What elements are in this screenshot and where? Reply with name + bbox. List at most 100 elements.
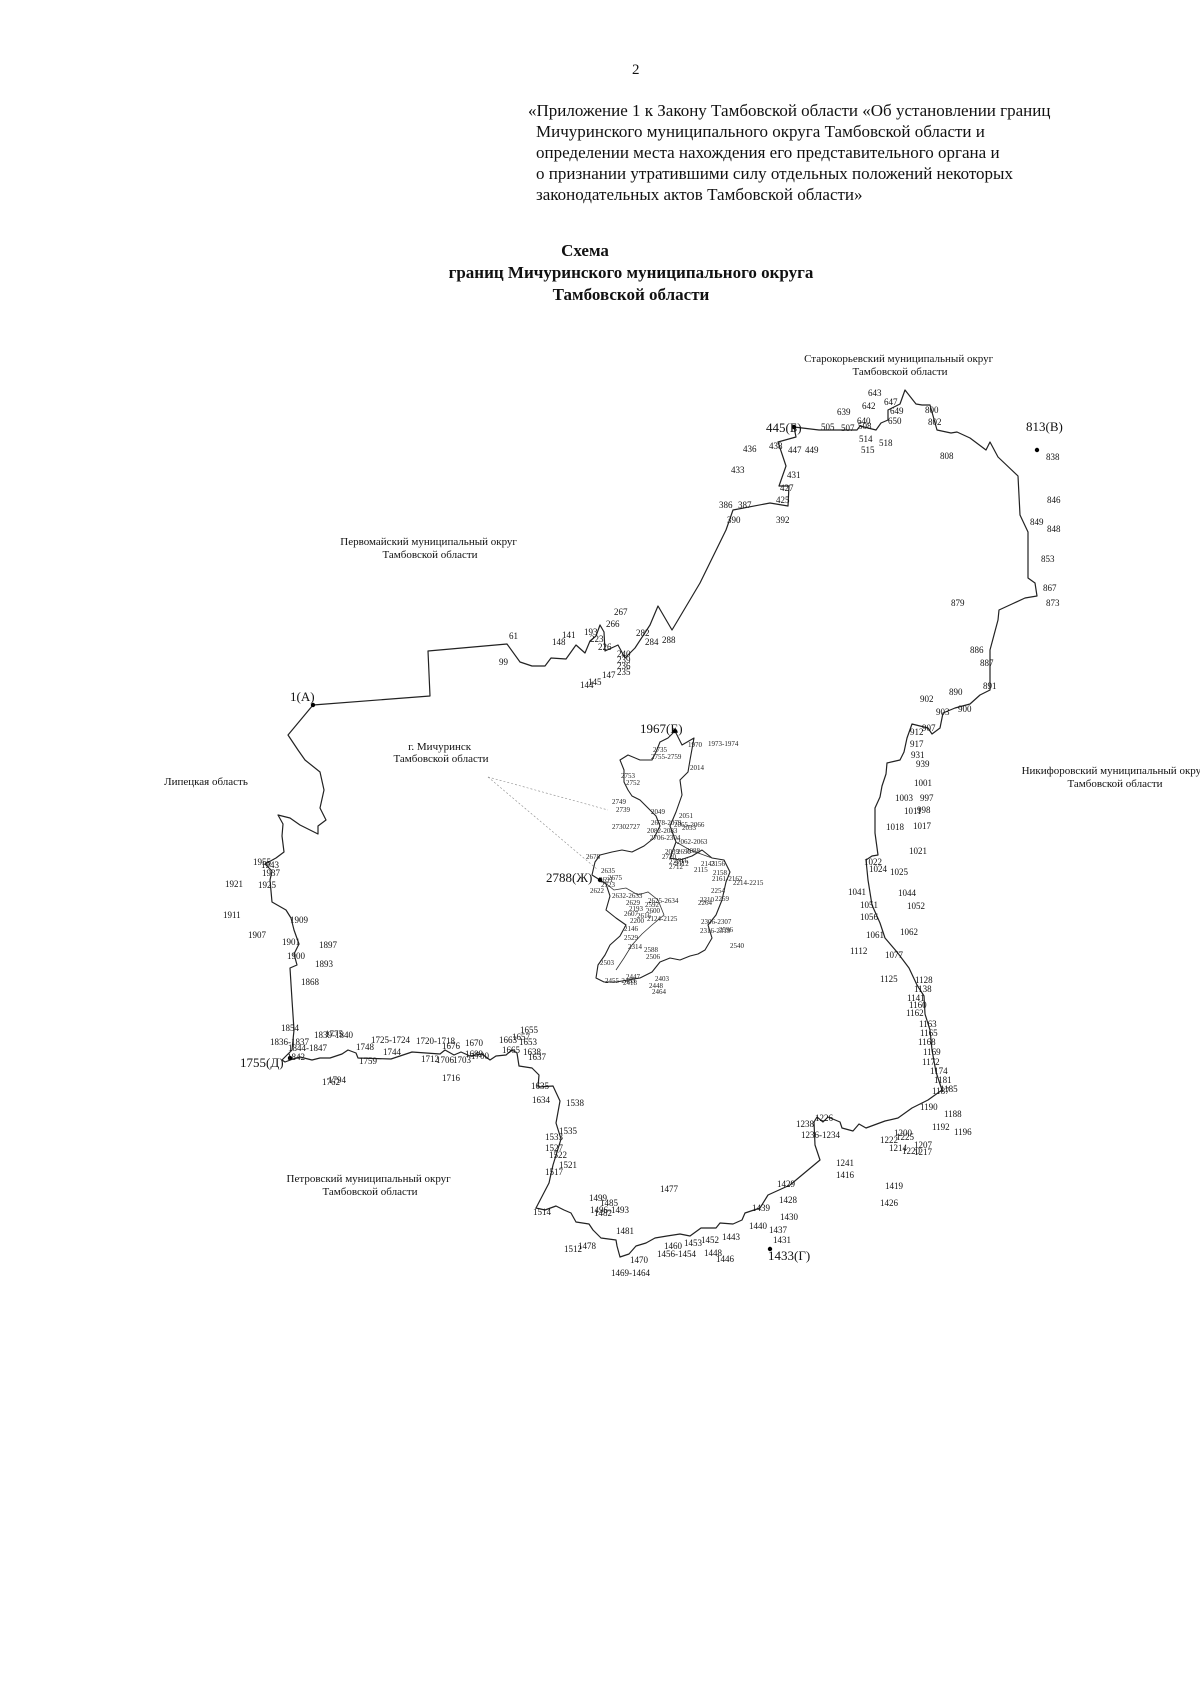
- boundary-point-label: 1794: [328, 1075, 347, 1085]
- boundary-point-label: 1419: [885, 1181, 904, 1191]
- boundary-point-label: 390: [727, 515, 741, 525]
- boundary-point-label: 2735: [653, 746, 668, 754]
- boundary-point-label: 1900: [287, 951, 306, 961]
- boundary-point-label: 226: [598, 642, 612, 652]
- boundary-point-label: 1051: [860, 900, 878, 910]
- boundary-point-label: 505: [821, 422, 835, 432]
- boundary-point-label: 838: [1046, 452, 1060, 462]
- boundary-point-label: 2753: [621, 772, 636, 780]
- boundary-point-label: 2039: [665, 848, 680, 856]
- boundary-point-label: 1893: [315, 959, 334, 969]
- boundary-point-label: 447: [788, 445, 802, 455]
- boundary-point-label: 1160: [909, 1000, 927, 1010]
- boundary-point-label: 2503: [600, 959, 615, 967]
- boundary-point-label: 2254: [711, 887, 726, 895]
- boundary-point-label: 1703: [453, 1055, 472, 1065]
- outer-boundary-labels: 6199141148193223226240239236235147144145…: [223, 388, 1061, 1278]
- boundary-point-label: 1077: [885, 950, 904, 960]
- boundary-point-label: 2314: [628, 943, 643, 951]
- boundary-point-label: 2600: [646, 907, 661, 915]
- boundary-point-label: 1428: [779, 1195, 798, 1205]
- boundary-point-label: 887: [980, 658, 994, 668]
- boundary-point-label: 1909: [290, 915, 309, 925]
- boundary-point-label: 2730: [612, 823, 627, 831]
- point-marker-b: [791, 424, 797, 430]
- boundary-point-label: 433: [731, 465, 745, 475]
- boundary-point-label: 2210: [700, 896, 715, 904]
- boundary-point-label: 2158: [713, 869, 728, 877]
- boundary-point-label: 2629: [626, 899, 641, 907]
- boundary-point-label: 2635: [601, 867, 616, 875]
- boundary-point-label: 643: [868, 388, 882, 398]
- region-lipetsk: Липецкая область: [164, 776, 248, 788]
- boundary-point-label: 1225: [896, 1132, 915, 1142]
- boundary-point-label: 1901: [282, 937, 300, 947]
- boundary-point-label: 1521: [559, 1160, 577, 1170]
- boundary-point-label: 2161-2162: [712, 875, 743, 883]
- boundary-point-label: 1226: [815, 1113, 834, 1123]
- boundary-point-label: 235: [617, 667, 631, 677]
- boundary-point-label: 240: [617, 649, 631, 659]
- appendix-line: о признании утратившими силу отдельных п…: [536, 164, 1013, 183]
- boundary-point-label: 1635: [531, 1081, 550, 1091]
- boundary-point-label: 392: [776, 515, 790, 525]
- boundary-point-label: 1836-1837: [270, 1037, 309, 1047]
- title-line: Тамбовской области: [552, 285, 710, 304]
- boundary-point-label: 1236-1234: [801, 1130, 840, 1140]
- boundary-point-label: 1716: [442, 1073, 461, 1083]
- boundary-point-label: 902: [920, 694, 934, 704]
- boundary-point-label: 1241: [836, 1158, 854, 1168]
- boundary-point-label: 1431: [773, 1235, 791, 1245]
- boundary-point-label: 2259: [715, 895, 730, 903]
- boundary-point-label: 917: [910, 739, 924, 749]
- boundary-point-label: 1970: [688, 741, 703, 749]
- boundary-point-label: 1527: [545, 1143, 564, 1153]
- appendix-line: «Приложение 1 к Закону Тамбовской област…: [528, 101, 1051, 120]
- boundary-point-label: 2051: [679, 812, 694, 820]
- boundary-point-label: 2214-2215: [733, 879, 764, 887]
- boundary-point-label: 1207: [914, 1140, 933, 1150]
- leader-line: [487, 776, 609, 811]
- boundary-point-label: 61: [509, 631, 518, 641]
- point-marker-zh: [597, 877, 603, 883]
- boundary-point-label: 2506: [646, 953, 661, 961]
- boundary-point-label: 1499: [589, 1193, 608, 1203]
- boundary-point-label: 1440: [749, 1221, 768, 1231]
- boundary-point-label: 1044: [898, 888, 917, 898]
- boundary-point-label: 438: [769, 441, 783, 451]
- boundary-point-label: 1712: [421, 1054, 439, 1064]
- boundary-point-label: 1637: [528, 1052, 547, 1062]
- boundary-point-label: 1514: [533, 1207, 552, 1217]
- boundary-point-label: 282: [636, 628, 650, 638]
- boundary-point-label: 2306-2307: [701, 918, 732, 926]
- boundary-point-label: 1844-1847: [288, 1043, 327, 1053]
- city-boundary-line: [591, 730, 731, 983]
- boundary-point-label: 1460: [664, 1241, 683, 1251]
- boundary-point-label: 1478: [578, 1241, 597, 1251]
- boundary-point-label: 1056: [860, 912, 879, 922]
- boundary-point-label: 436: [743, 444, 757, 454]
- leader-line: [487, 776, 599, 871]
- boundary-point-label: 1700: [471, 1051, 490, 1061]
- boundary-point-label: 2053: [682, 824, 697, 832]
- boundary-point-label: 1854: [281, 1023, 300, 1033]
- region-pervomaisky: Первомайский муниципальный округ Тамбовс…: [340, 536, 519, 561]
- boundary-point-label: 1001: [914, 778, 932, 788]
- boundary-point-label: 650: [888, 416, 902, 426]
- boundary-point-label: 2596: [719, 926, 734, 934]
- boundary-point-label: 1653: [519, 1037, 538, 1047]
- boundary-point-label: 515: [861, 445, 875, 455]
- city-boundary-inner-line: [675, 841, 713, 859]
- boundary-point-label: 1842: [287, 1052, 305, 1062]
- boundary-point-label: 266: [606, 619, 620, 629]
- key-point-b: 445(Б): [766, 420, 802, 435]
- boundary-point-label: 1200: [894, 1128, 913, 1138]
- boundary-point-label: 2723: [601, 881, 616, 889]
- boundary-point-label: 431: [787, 470, 801, 480]
- appendix-line: определении места нахождения его предста…: [536, 143, 1000, 162]
- boundary-point-label: 514: [859, 434, 873, 444]
- boundary-point-label: 1188: [944, 1109, 962, 1119]
- boundary-point-label: 912: [910, 727, 924, 737]
